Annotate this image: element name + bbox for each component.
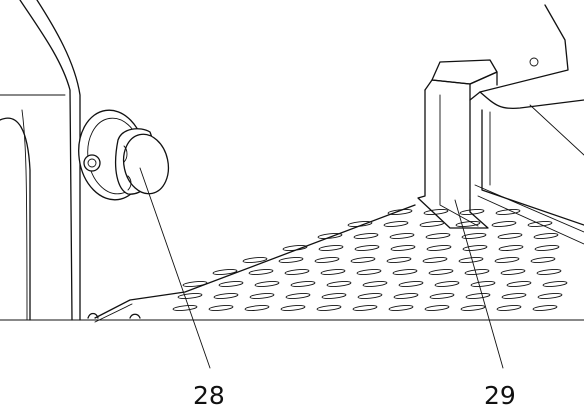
upright-bracket	[417, 59, 498, 229]
perforation-slot	[506, 281, 532, 287]
perforation-slot	[497, 233, 523, 239]
perforation-slot	[318, 245, 344, 251]
perforation-slot	[389, 233, 415, 239]
callout-label-29: 29	[484, 381, 516, 410]
perforation-slot	[386, 257, 412, 263]
callout-label-28: 28	[193, 381, 225, 410]
perforation-slot	[347, 221, 373, 227]
knob-assembly	[78, 109, 170, 201]
perforation-slot	[387, 209, 413, 215]
perforation-slot	[460, 305, 486, 311]
right-housing	[469, 4, 584, 245]
perforation-slot	[350, 257, 376, 263]
perforation-slot	[285, 293, 311, 299]
perforation-slot	[530, 257, 556, 263]
perforation-slot	[494, 257, 520, 263]
plate-perforations	[172, 209, 568, 311]
perforation-slot	[213, 293, 239, 299]
perforation-slot	[316, 305, 342, 311]
perforation-slot	[254, 281, 280, 287]
leader-line-29	[454, 199, 504, 369]
perforation-slot	[455, 221, 481, 227]
perforation-slot	[317, 233, 343, 239]
perforation-slot	[426, 245, 452, 251]
perforation-slot	[390, 245, 416, 251]
perforation-slot	[465, 293, 491, 299]
perforation-slot	[383, 221, 409, 227]
perforation-slot	[470, 281, 496, 287]
perforation-slot	[282, 245, 308, 251]
perforation-slot	[500, 269, 526, 275]
perforation-slot	[393, 293, 419, 299]
perforation-slot	[534, 245, 560, 251]
perforation-slot	[320, 269, 346, 275]
perforation-slot	[388, 305, 414, 311]
perforation-slot	[218, 281, 244, 287]
perforation-slot	[356, 269, 382, 275]
perforation-slot	[542, 281, 568, 287]
perforation-slot	[244, 305, 270, 311]
perforation-slot	[423, 209, 449, 215]
perforation-slot	[321, 293, 347, 299]
perforation-slot	[352, 305, 378, 311]
perforation-slot	[461, 233, 487, 239]
perforation-slot	[496, 305, 522, 311]
perforation-slot	[172, 305, 198, 311]
perforation-slot	[422, 257, 448, 263]
perforation-slot	[425, 233, 451, 239]
perforation-slot	[357, 293, 383, 299]
perforation-slot	[398, 281, 424, 287]
perforation-slot	[533, 233, 559, 239]
perforation-slot	[527, 221, 553, 227]
perforation-slot	[208, 305, 234, 311]
perforation-slot	[429, 293, 455, 299]
perforation-slot	[182, 281, 208, 287]
perforation-slot	[536, 269, 562, 275]
perforation-slot	[362, 281, 388, 287]
perforation-slot	[392, 269, 418, 275]
left-housing-panel	[0, 0, 81, 321]
perforation-slot	[501, 293, 527, 299]
perforation-slot	[242, 257, 268, 263]
perforation-slot	[419, 221, 445, 227]
leader-line-28	[139, 167, 211, 369]
perforation-slot	[278, 257, 304, 263]
perforation-slot	[177, 293, 203, 299]
perforation-slot	[248, 269, 274, 275]
perforation-slot	[498, 245, 524, 251]
perforation-slot	[249, 293, 275, 299]
perforation-slot	[353, 233, 379, 239]
perforation-slot	[464, 269, 490, 275]
perforation-slot	[491, 221, 517, 227]
perforation-slot	[424, 305, 450, 311]
perforation-slot	[314, 257, 340, 263]
perforation-slot	[280, 305, 306, 311]
perforation-slot	[462, 245, 488, 251]
perforation-slot	[537, 293, 563, 299]
perforation-slot	[354, 245, 380, 251]
perforation-slot	[458, 257, 484, 263]
perforation-slot	[428, 269, 454, 275]
perforation-slot	[212, 269, 238, 275]
perforation-slot	[434, 281, 460, 287]
perforation-slot	[284, 269, 310, 275]
perforated-plate	[0, 204, 584, 323]
perforation-slot	[532, 305, 558, 311]
perforation-slot	[326, 281, 352, 287]
perforation-slot	[290, 281, 316, 287]
